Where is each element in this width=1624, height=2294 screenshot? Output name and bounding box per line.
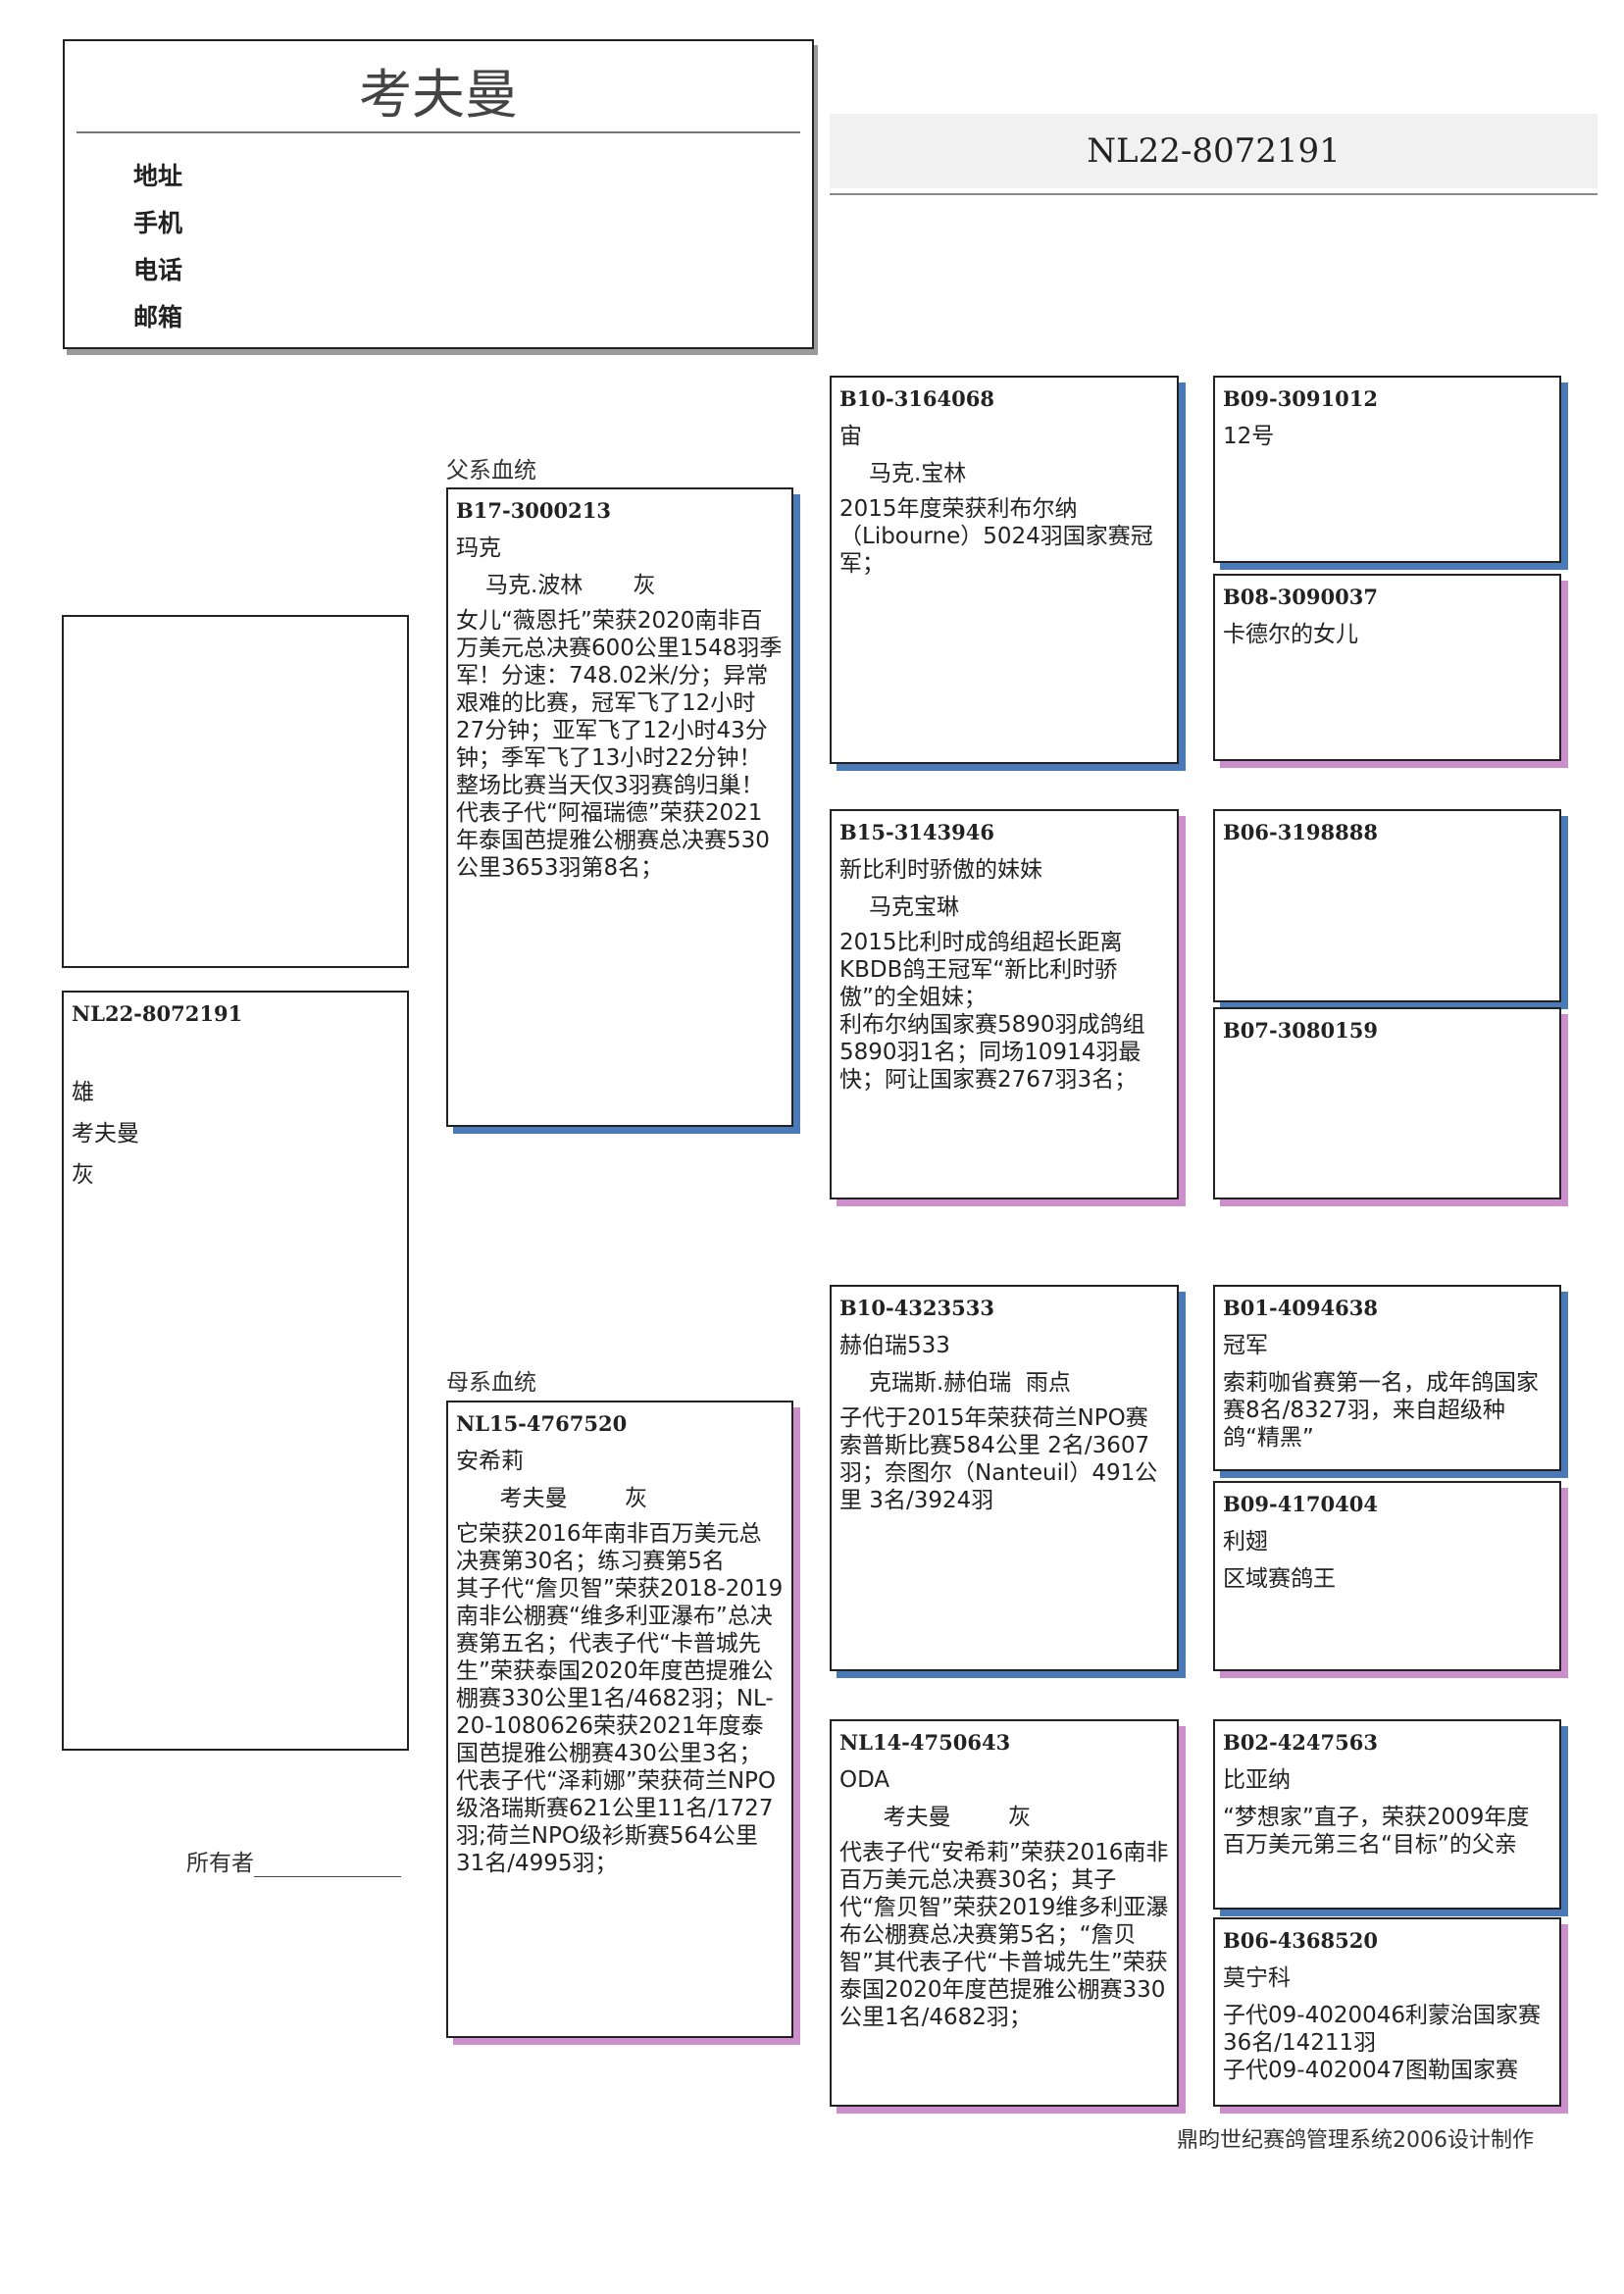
pedigree-card-dam: NL15-4767520 安希莉 考夫曼 灰它荣获2016年南非百万美元总决赛第3… [446, 1401, 793, 2038]
ring-id: B10-4323533 [839, 1296, 994, 1320]
owner-header-card: 考夫曼 地址 手机 电话 邮箱 [63, 39, 814, 349]
subject-color: 灰 [72, 1162, 94, 1188]
breeder-color: 克瑞斯.赫伯瑞 雨点 [869, 1370, 1071, 1396]
pedigree-card-ddd: B06-4368520 莫宁科子代09-4020046利蒙治国家赛36名/1421… [1213, 1917, 1561, 2107]
achievements: 2015年度荣获利布尔纳（Libourne）5024羽国家赛冠军； [839, 496, 1153, 577]
bird-name: 比亚纳 [1223, 1767, 1291, 1793]
subject-sex: 雄 [72, 1080, 94, 1105]
achievements: 代表子代“安希莉”荣获2016南非百万美元总决赛30名；其子代“詹贝智”荣获20… [839, 1840, 1169, 2030]
pedigree-card-ds: B10-4323533 赫伯瑞533 克瑞斯.赫伯瑞 雨点子代于2015年荣获荷兰N… [830, 1285, 1179, 1671]
owner-name: 考夫曼 [359, 64, 518, 126]
owner-blank [254, 1855, 401, 1877]
ring-number-title: NL22-8072191 [830, 114, 1598, 188]
bird-name: 玛克 [456, 535, 501, 561]
ring-id: B15-3143946 [839, 820, 994, 844]
pedigree-card-sdd: B07-3080159 [1213, 1007, 1561, 1199]
achievements: 它荣获2016年南非百万美元总决赛第30名；练习赛第5名 其子代“詹贝智”荣获2… [456, 1521, 784, 1876]
pedigree-card-ssd: B08-3090037 卡德尔的女儿 [1213, 574, 1561, 761]
ring-id: B17-3000213 [456, 498, 611, 523]
bird-name: 冠军 [1223, 1333, 1268, 1358]
pedigree-card-dsd: B09-4170404 利翅区域赛鸽王 [1213, 1481, 1561, 1671]
achievements: 2015比利时成鸽组超长距离KBDB鸽王冠军“新比利时骄傲”的全姐妹； 利布尔纳… [839, 930, 1145, 1093]
bird-name: 利翅 [1223, 1529, 1268, 1555]
ring-id: B09-3091012 [1223, 386, 1378, 411]
achievements: 子代09-4020046利蒙治国家赛36名/14211羽 子代09-402004… [1223, 2003, 1541, 2083]
ring-id: B06-4368520 [1223, 1928, 1378, 1953]
pedigree-card-sss: B09-3091012 12号 [1213, 376, 1561, 563]
address-label: 地址 [133, 162, 183, 190]
achievements: 区域赛鸽王 [1223, 1566, 1336, 1592]
bird-name: 宙 [839, 424, 862, 449]
dam-section-label: 母系血统 [446, 1370, 536, 1396]
bird-name: ODA [839, 1767, 890, 1793]
pedigree-card-sd: B15-3143946 新比利时骄傲的妹妹马克宝琳 2015比利时成鸽组超长距离KB… [830, 809, 1179, 1199]
breeder-color: 马克宝琳 [869, 894, 959, 920]
subject-ring-id: NL22-8072191 [72, 1001, 243, 1026]
ring-id: B07-3080159 [1223, 1018, 1378, 1043]
achievements: 索莉咖省赛第一名，成年鸽国家赛8名/8327羽，来自超级种鸽“精黑” [1223, 1370, 1539, 1451]
ring-number-divider [830, 193, 1598, 195]
email-label: 邮箱 [133, 303, 183, 331]
bird-name: 莫宁科 [1223, 1965, 1291, 1991]
bird-name: 卡德尔的女儿 [1223, 622, 1358, 647]
bird-name: 新比利时骄傲的妹妹 [839, 857, 1042, 883]
ring-id: NL14-4750643 [839, 1730, 1011, 1755]
breeder-color: 马克.波林 灰 [485, 573, 656, 598]
pedigree-card-sire: B17-3000213 玛克马克.波林 灰女儿“薇恩托”荣获2020南非百万美元总… [446, 487, 793, 1127]
ring-id: B09-4170404 [1223, 1492, 1378, 1516]
pedigree-card-dds: B02-4247563 比亚纳 “梦想家”直子，荣获2009年度百万美元第三名“目标… [1213, 1719, 1561, 1910]
achievements: 子代于2015年荣获荷兰NPO赛索普斯比赛584公里 2名/3607羽；奈图尔（… [839, 1405, 1158, 1513]
owner-label: 所有者 [186, 1851, 254, 1876]
ring-id: B01-4094638 [1223, 1296, 1378, 1320]
photo-placeholder [62, 615, 409, 968]
ring-id: B02-4247563 [1223, 1730, 1378, 1755]
header-divider [76, 131, 800, 133]
pedigree-card-dss: B01-4094638 冠军索莉咖省赛第一名，成年鸽国家赛8名/8327羽，来自超… [1213, 1285, 1561, 1471]
mobile-label: 手机 [133, 209, 183, 237]
sire-section-label: 父系血统 [446, 458, 536, 484]
bird-name: 12号 [1223, 424, 1275, 449]
breeder-color: 考夫曼 灰 [869, 1805, 1032, 1830]
subject-card: NL22-8072191 雄 考夫曼 灰 [62, 991, 409, 1751]
breeder-color: 考夫曼 灰 [485, 1486, 648, 1511]
phone-label: 电话 [133, 256, 183, 284]
pedigree-card-ss: B10-3164068 宙马克.宝林 2015年度荣获利布尔纳（Libourne）5… [830, 376, 1179, 764]
achievements: “梦想家”直子，荣获2009年度百万美元第三名“目标”的父亲 [1223, 1805, 1530, 1858]
ring-id: NL15-4767520 [456, 1411, 628, 1436]
bird-name: 安希莉 [456, 1449, 524, 1474]
ring-id: B10-3164068 [839, 386, 994, 411]
bird-name: 赫伯瑞533 [839, 1333, 950, 1358]
subject-name: 考夫曼 [72, 1121, 139, 1147]
achievements: 女儿“薇恩托”荣获2020南非百万美元总决赛600公里1548羽季军！分速：74… [456, 608, 783, 881]
owner-signature-line: 所有者 [186, 1844, 401, 1877]
breeder-color: 马克.宝林 [869, 461, 967, 486]
pedigree-card-sds: B06-3198888 [1213, 809, 1561, 1002]
ring-id: B08-3090037 [1223, 585, 1378, 609]
ring-id: B06-3198888 [1223, 820, 1378, 844]
footer-credit: 鼎昀世纪赛鸽管理系统2006设计制作 [1177, 2128, 1534, 2153]
